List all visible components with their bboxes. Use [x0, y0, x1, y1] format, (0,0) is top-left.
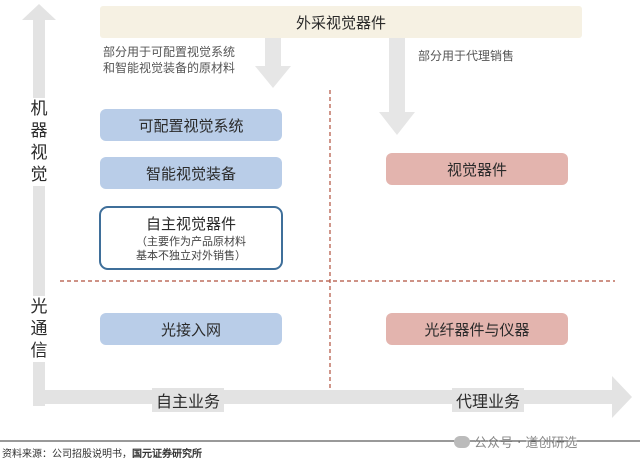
optical-access-network-box: 光接入网	[100, 313, 282, 345]
own-components-sub2: 基本不独立对外销售）	[136, 249, 246, 262]
y-axis-label-machine-vision: 机器视觉	[28, 98, 50, 186]
external-components-box: 外采视觉器件	[100, 6, 582, 38]
vision-components-box: 视觉器件	[386, 153, 568, 185]
wechat-icon	[454, 435, 470, 448]
right-down-arrow	[379, 38, 415, 135]
note-left-line2: 和智能视觉装备的原材料	[103, 61, 236, 75]
x-axis-shaft	[33, 390, 618, 404]
configurable-vision-system-box: 可配置视觉系统	[100, 109, 282, 141]
source-text: 资料来源：公司招股说明书，	[2, 449, 132, 460]
x-axis-arrowhead	[612, 376, 632, 418]
own-components-sub1: （主要作为产品原材料	[136, 235, 246, 248]
y-axis-label-optical-comm: 光通信	[28, 296, 50, 362]
source-line: 资料来源：公司招股说明书，国元证券研究所	[2, 445, 202, 460]
watermark-text: 公众号 · 道创研选	[474, 436, 578, 451]
source-org: 国元证券研究所	[132, 449, 202, 460]
own-vision-components-box: 自主视觉器件 （主要作为产品原材料 基本不独立对外销售）	[99, 206, 283, 270]
x-axis-label-agency-business: 代理业务	[452, 388, 525, 412]
y-axis-arrowhead	[22, 4, 56, 20]
note-left-line1: 部分用于可配置视觉系统	[103, 45, 236, 59]
smart-vision-equipment-box: 智能视觉装备	[100, 157, 282, 189]
own-components-title: 自主视觉器件	[145, 215, 236, 233]
watermark: 公众号 · 道创研选	[454, 432, 577, 451]
left-down-arrow	[255, 38, 291, 88]
x-axis-label-own-business: 自主业务	[152, 388, 225, 412]
note-left: 部分用于可配置视觉系统 和智能视觉装备的原材料	[103, 44, 263, 76]
note-right: 部分用于代理销售	[418, 49, 515, 63]
fiber-devices-instruments-box: 光纤器件与仪器	[386, 313, 568, 345]
